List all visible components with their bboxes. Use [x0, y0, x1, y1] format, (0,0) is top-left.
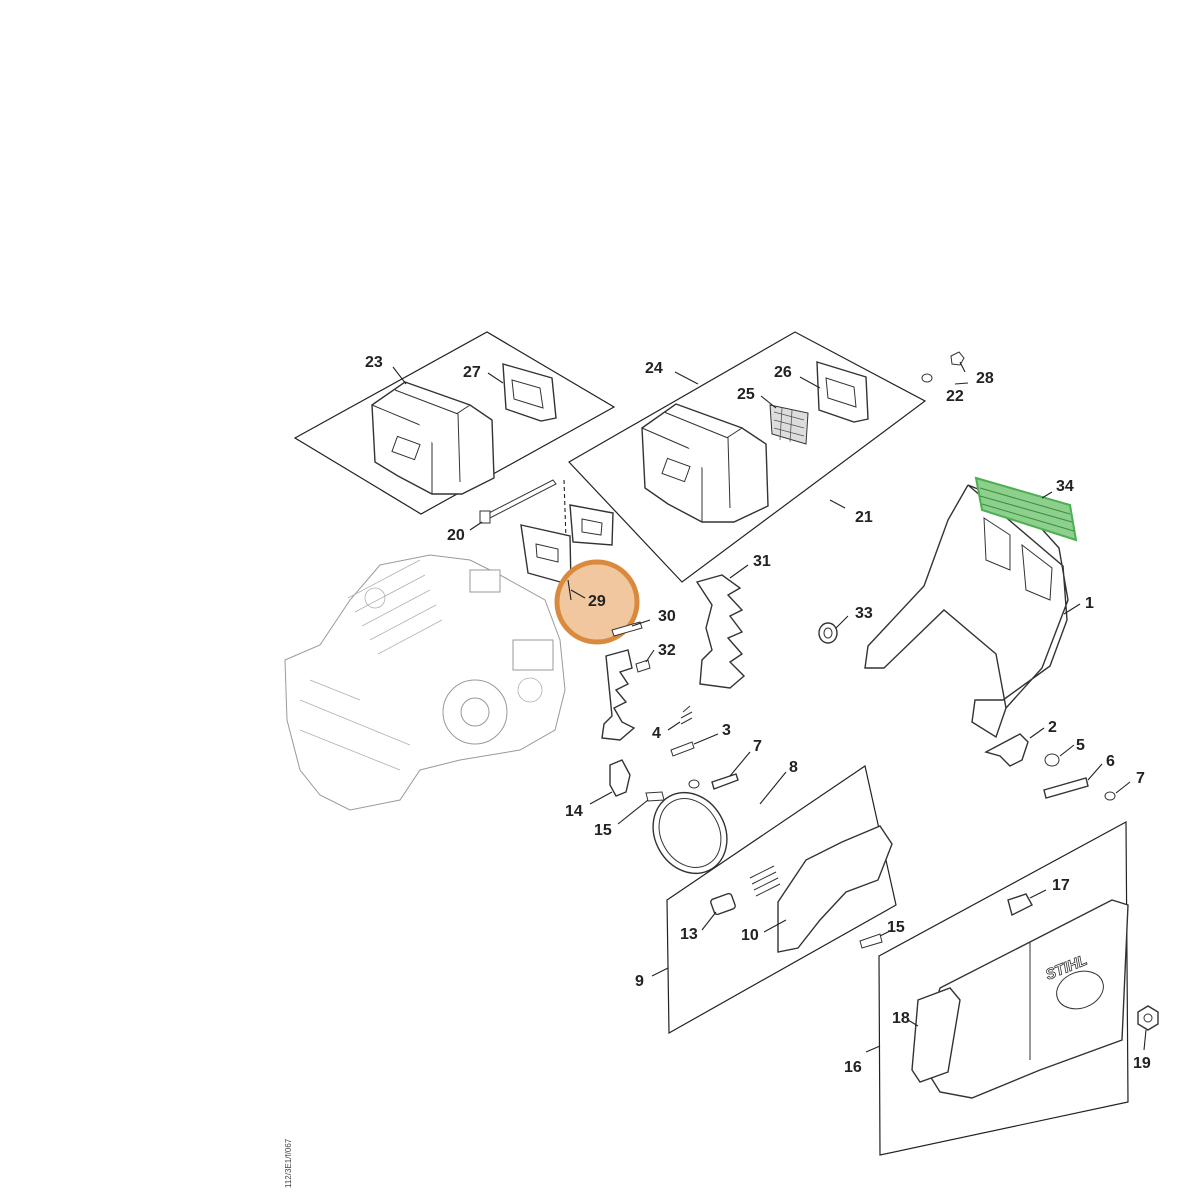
label-30[interactable]: 30 — [658, 608, 676, 625]
label-22[interactable]: 22 — [946, 388, 964, 405]
gasket-plate-2[interactable] — [569, 504, 614, 546]
brake-lever-10[interactable] — [777, 825, 893, 953]
nut-28[interactable] — [950, 351, 965, 366]
stud-20[interactable] — [479, 479, 557, 524]
screw-32[interactable] — [635, 659, 651, 673]
label-28[interactable]: 28 — [976, 370, 994, 387]
part-labels: 23 27 24 25 26 28 22 21 20 34 29 31 30 3… — [365, 354, 1151, 1076]
part-29-highlight[interactable] — [554, 559, 640, 645]
kit-frame-9 — [666, 765, 897, 1035]
label-33[interactable]: 33 — [855, 605, 873, 622]
hand-guard-1[interactable] — [864, 484, 1069, 739]
label-7-left[interactable]: 7 — [753, 738, 762, 755]
brake-band-8[interactable] — [639, 779, 742, 887]
leader-lines — [392, 361, 1147, 1053]
label-6[interactable]: 6 — [1106, 753, 1115, 770]
screw-13[interactable] — [859, 933, 883, 949]
label-9[interactable]: 9 — [635, 973, 644, 990]
sleeve-12[interactable] — [710, 892, 736, 916]
bumper-spike-31[interactable] — [695, 574, 746, 689]
label-26[interactable]: 26 — [774, 364, 792, 381]
label-16[interactable]: 16 — [844, 1059, 862, 1076]
link-7a[interactable] — [688, 773, 739, 790]
label-12[interactable]: 13 — [680, 926, 698, 943]
pin-3[interactable] — [670, 741, 695, 757]
label-18[interactable]: 18 — [892, 1010, 910, 1027]
label-17[interactable]: 17 — [1052, 877, 1070, 894]
label-4[interactable]: 4 — [652, 725, 661, 742]
label-32[interactable]: 32 — [658, 642, 676, 659]
label-31[interactable]: 31 — [753, 553, 771, 570]
screw-15[interactable] — [645, 791, 665, 802]
muffler-24[interactable] — [641, 403, 769, 523]
spring-11[interactable] — [749, 865, 781, 897]
label-29[interactable]: 29 — [588, 593, 606, 610]
circlip-7b[interactable] — [1104, 791, 1116, 801]
label-13[interactable]: 15 — [887, 919, 905, 936]
label-20[interactable]: 20 — [447, 527, 465, 544]
engine-block — [284, 554, 566, 811]
kit-frame-23 — [293, 331, 616, 515]
link-6[interactable] — [1043, 777, 1089, 799]
label-27[interactable]: 27 — [463, 364, 481, 381]
bushing-33[interactable] — [818, 622, 838, 644]
label-7-right[interactable]: 7 — [1136, 770, 1145, 787]
label-23[interactable]: 23 — [365, 354, 383, 371]
nut-19[interactable] — [1137, 1005, 1159, 1031]
label-1[interactable]: 1 — [1085, 595, 1094, 612]
spring-2[interactable] — [984, 733, 1029, 767]
tensioner-17[interactable] — [1007, 893, 1033, 917]
washer-5[interactable] — [1044, 753, 1060, 767]
label-19[interactable]: 19 — [1133, 1055, 1151, 1072]
label-8[interactable]: 8 — [789, 759, 798, 776]
label-21[interactable]: 21 — [855, 509, 873, 526]
sprocket-cover-16[interactable]: STIHL — [919, 899, 1129, 1099]
muffler-23[interactable] — [371, 381, 495, 495]
spring-4[interactable] — [680, 705, 693, 725]
label-2[interactable]: 2 — [1048, 719, 1057, 736]
label-34[interactable]: 34 — [1056, 478, 1074, 495]
label-10[interactable]: 10 — [741, 927, 759, 944]
lever-14[interactable] — [609, 759, 631, 797]
kit-frame-24 — [568, 331, 927, 583]
kit-frame-16 — [878, 820, 1129, 1156]
washer-22[interactable] — [921, 373, 933, 383]
gasket-27[interactable] — [502, 363, 557, 422]
label-14[interactable]: 14 — [565, 803, 583, 820]
cover-strip-18[interactable] — [911, 987, 961, 1083]
label-3[interactable]: 3 — [722, 722, 731, 739]
screen-25[interactable] — [769, 404, 809, 445]
label-25[interactable]: 25 — [737, 386, 755, 403]
label-24[interactable]: 24 — [645, 360, 663, 377]
gasket-26[interactable] — [816, 361, 869, 423]
document-code: 112/3E1/f/067 — [284, 1138, 293, 1188]
chain-guard-34[interactable] — [974, 476, 1078, 542]
label-15[interactable]: 15 — [594, 822, 612, 839]
label-5[interactable]: 5 — [1076, 737, 1085, 754]
